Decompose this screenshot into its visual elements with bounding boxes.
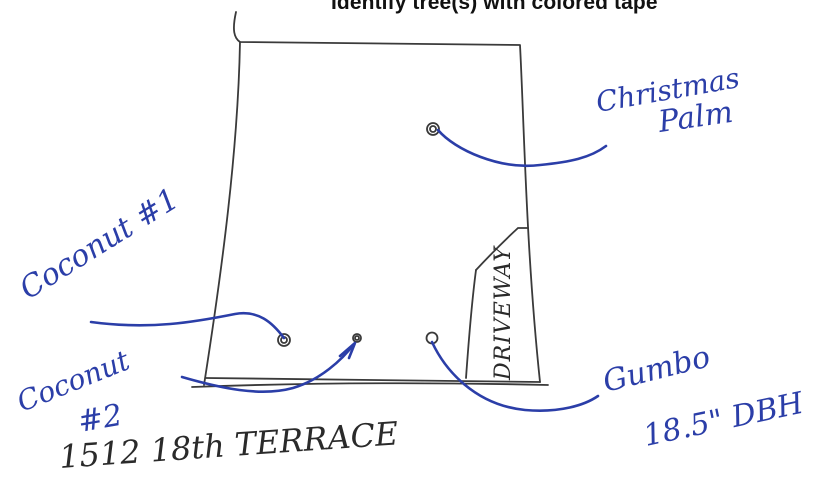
christmas-palm-marker <box>426 122 440 136</box>
handwritten-labels: Christmas Palm Coconut #1 Coconut #2 Gum… <box>12 61 807 454</box>
gumbo-dbh-label: 18.5" DBH <box>640 386 807 454</box>
coconut-1-label: Coconut #1 <box>14 182 185 307</box>
tree-markers <box>277 122 440 347</box>
coconut-2-marker <box>352 333 362 343</box>
driveway-outline <box>465 227 529 379</box>
coconut-1-marker <box>277 333 291 347</box>
lot-outline <box>191 11 549 388</box>
driveway-label: DRIVEWAY <box>491 245 516 381</box>
gumbo-label: Gumbo <box>599 339 713 399</box>
coconut-2-number-label: #2 <box>75 398 125 440</box>
instruction-heading: Identify tree(s) with colored tape <box>331 0 658 14</box>
leader-lines <box>89 128 608 412</box>
